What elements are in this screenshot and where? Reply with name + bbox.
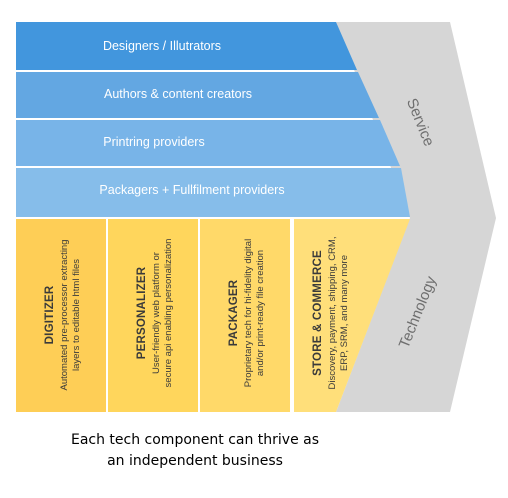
service-band-3 [16,120,400,166]
service-band-2 [16,72,379,118]
tech-column-description: Discovery, payment, shipping, CRM, [327,237,338,390]
value-chain-diagram: Designers / Illutrators Authors & conten… [16,22,496,412]
caption-line: Each tech component can thrive as [70,432,320,448]
tech-column-1 [16,219,106,412]
service-band-label: Designers / Illutrators [103,39,221,53]
tech-column-description: Proprietary tech for hi-fidelity digital [243,239,254,387]
tech-column-description: secure api enabling personalization [163,239,174,388]
service-band-4 [16,168,410,217]
service-band-1 [16,22,357,70]
service-band-label: Authors & content creators [104,87,252,101]
tech-column-3 [200,219,290,412]
tech-column-4 [294,219,410,412]
caption-line: an independent business [107,453,283,469]
service-band-label: Packagers + Fullfilment providers [99,183,284,197]
caption: Each tech component can thrive as an ind… [0,430,390,472]
tech-column-title: DIGITIZER [44,285,56,344]
tech-column-title: STORE & COMMERCE [312,250,324,376]
tech-column-description: ERP, SRM, and many more [339,255,350,371]
chevron-arrow [336,22,496,412]
tech-column-description: User-friendly web platform or [151,252,162,374]
tech-column-2 [108,219,198,412]
service-band-label: Printring providers [103,135,204,149]
tech-column-description: and/or print-ready file creation [255,250,266,376]
tech-column-title: PACKAGER [228,279,240,346]
tech-column-description: layers to editable html files [71,259,82,371]
tech-column-title: PERSONALIZER [136,266,148,359]
tech-column-description: Automated pre-processor extracting [59,239,70,390]
